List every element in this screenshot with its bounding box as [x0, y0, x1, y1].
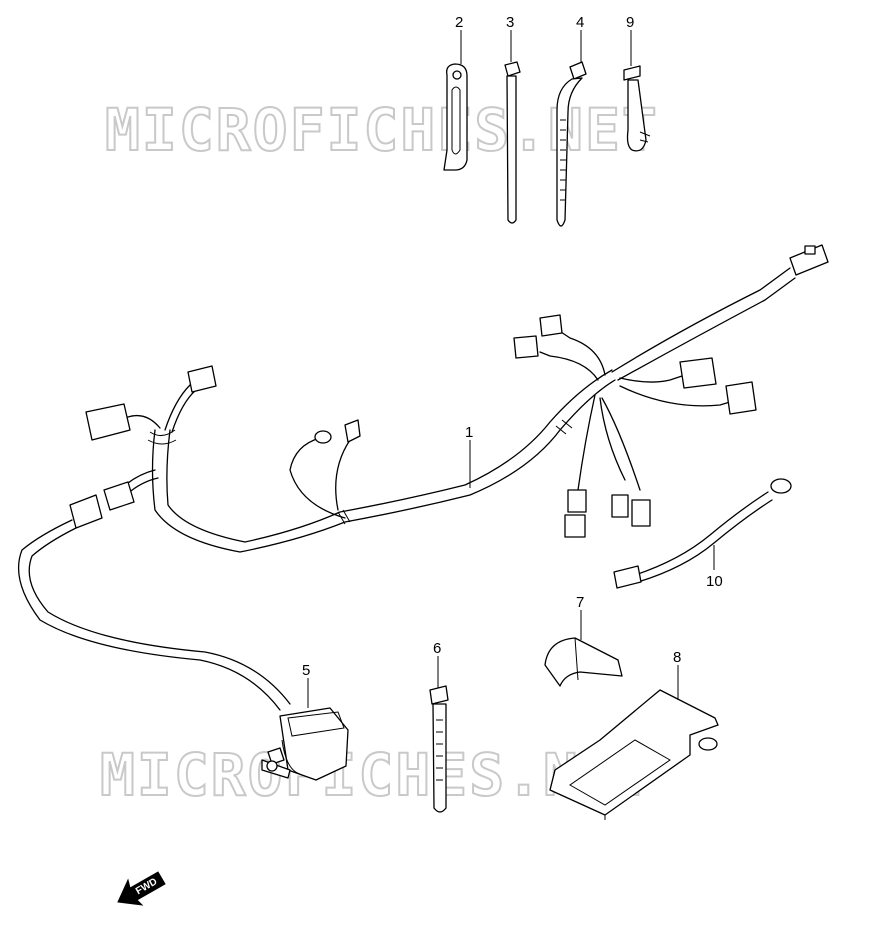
- part-8-bracket: [549, 689, 719, 820]
- callout-4: 4: [576, 14, 584, 31]
- callout-6: 6: [433, 640, 441, 657]
- leader-lines: [307, 30, 715, 708]
- part-4-cable-tie: [556, 61, 587, 227]
- callout-5: 5: [302, 662, 310, 679]
- callout-9: 9: [626, 14, 634, 31]
- part-9-clip: [623, 65, 651, 152]
- part-2-clamp: [443, 63, 468, 171]
- part-6-cable-tie: [429, 685, 449, 813]
- callout-3: 3: [506, 14, 514, 31]
- part-10-ground-wire: [613, 478, 792, 589]
- part-5-relay: [261, 707, 349, 781]
- callout-7: 7: [576, 594, 584, 611]
- fwd-arrow-icon: FWD: [117, 871, 166, 906]
- watermark-top: MICROFICHES.NET: [105, 96, 659, 164]
- part-3-cable-tie: [504, 61, 521, 224]
- callout-1: 1: [465, 424, 473, 441]
- callout-2: 2: [455, 14, 463, 31]
- part-1-wiring-harness: [18, 244, 829, 711]
- part-7-cover: [544, 637, 623, 687]
- callout-10: 10: [706, 573, 723, 590]
- callout-8: 8: [673, 649, 681, 666]
